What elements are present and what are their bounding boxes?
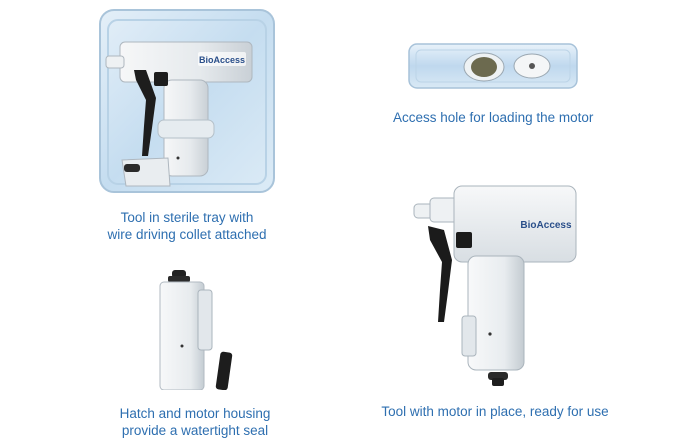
caption-line: provide a watertight seal xyxy=(121,423,269,438)
tray-access-hole-icon xyxy=(408,43,578,89)
hatch-motor-housing-icon xyxy=(159,270,233,390)
motor-in-place-photo: BioAccess xyxy=(410,182,580,388)
sterile-tray-photo: BioAccess xyxy=(98,8,276,194)
caption-motor-in-place: Tool with motor in place, ready for use xyxy=(370,403,620,420)
caption-sterile-tray: Tool in sterile tray with wire driving c… xyxy=(92,209,282,243)
brand-logo: BioAccess xyxy=(520,220,572,231)
tool-with-motor-icon: BioAccess xyxy=(413,185,577,386)
caption-line: Tool in sterile tray with xyxy=(120,210,254,225)
device-in-sterile-tray-icon: BioAccess xyxy=(99,9,275,193)
caption-line: Tool with motor in place, ready for use xyxy=(381,404,609,419)
caption-access-hole: Access hole for loading the motor xyxy=(393,109,593,126)
caption-line: Hatch and motor housing xyxy=(119,406,271,421)
caption-hatch-housing: Hatch and motor housing provide a watert… xyxy=(100,405,290,439)
access-hole-photo xyxy=(408,40,578,92)
caption-line: Access hole for loading the motor xyxy=(393,110,594,125)
brand-logo: BioAccess xyxy=(199,55,245,65)
caption-line: wire driving collet attached xyxy=(107,227,267,242)
hatch-housing-photo xyxy=(152,266,242,390)
